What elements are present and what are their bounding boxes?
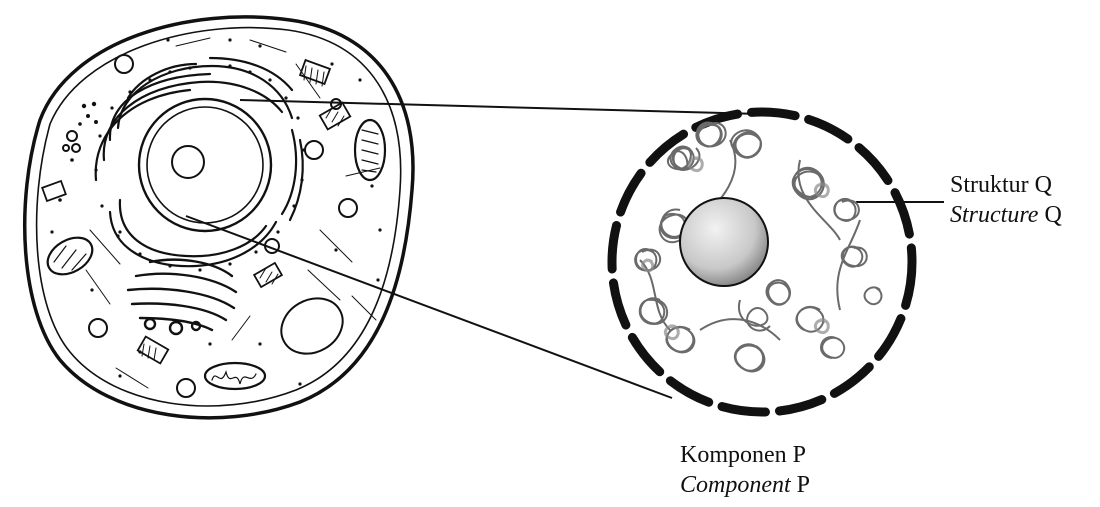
centriole: [254, 263, 282, 287]
nucleus-inner: [147, 107, 263, 223]
centriole: [320, 103, 351, 130]
centriole: [42, 181, 66, 201]
structure-q-malay-word: Struktur: [950, 172, 1029, 198]
mitochondrion: [41, 230, 99, 282]
label-component-p-malay: Komponen P: [680, 440, 810, 470]
mitochondrion: [205, 363, 265, 389]
label-component-p: Komponen P Component P: [680, 440, 810, 500]
vacuole: [271, 287, 352, 364]
enlarged-nucleus: [612, 112, 912, 412]
ribosome-dots: [94, 64, 305, 271]
small-nucleolus: [172, 146, 204, 178]
label-structure-q-english: Structure Q: [950, 200, 1062, 230]
zoom-line-bottom: [186, 216, 672, 398]
structure-q-letter-en: Q: [1044, 202, 1061, 228]
centriole: [300, 60, 330, 86]
component-p-english-word: Component: [680, 472, 791, 498]
zoom-line-top: [240, 100, 760, 114]
golgi-apparatus: [128, 260, 236, 334]
component-p-letter-en: P: [797, 472, 810, 498]
plasma-membrane: [25, 17, 413, 418]
nucleus-outer: [139, 99, 271, 231]
component-p-malay-word: Komponen: [680, 442, 787, 468]
label-component-p-english: Component P: [680, 470, 810, 500]
label-structure-q-malay: Struktur Q: [950, 170, 1062, 200]
structure-q-letter: Q: [1035, 172, 1052, 198]
nucleolus: [680, 198, 768, 286]
centriole: [138, 337, 169, 364]
animal-cell: [25, 17, 413, 418]
component-p-letter: P: [793, 442, 806, 468]
label-structure-q: Struktur Q Structure Q: [950, 170, 1062, 230]
granules: [50, 38, 381, 385]
structure-q-english-word: Structure: [950, 202, 1038, 228]
mitochondrion: [355, 120, 385, 180]
